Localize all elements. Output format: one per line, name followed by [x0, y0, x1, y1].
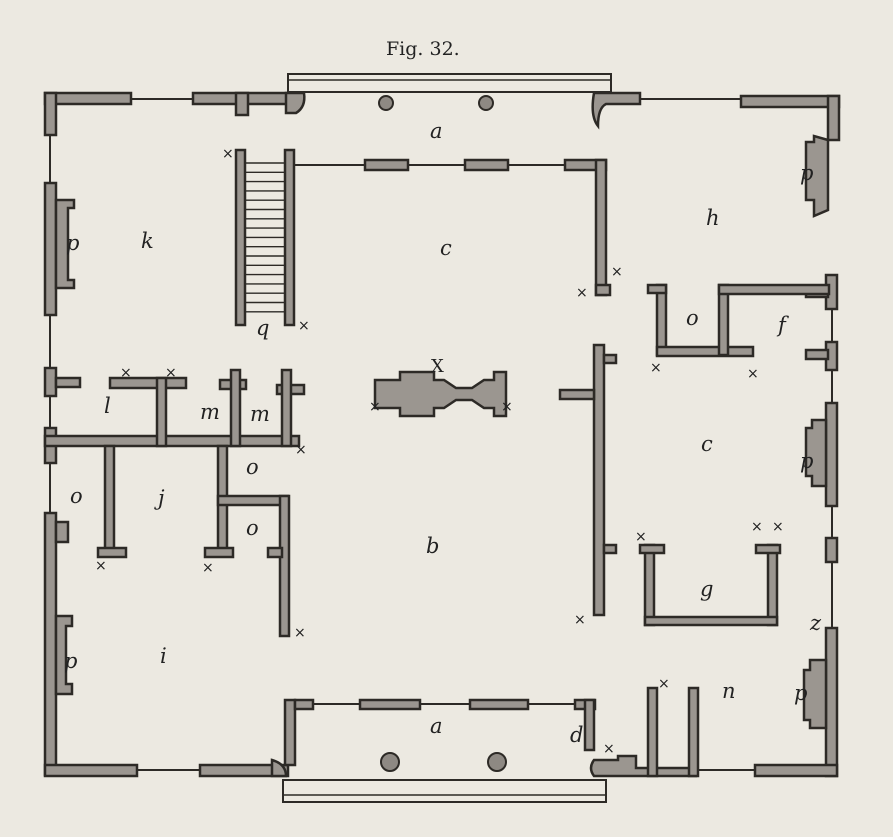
- outer-walls: [43, 91, 841, 778]
- door-marker: ×: [501, 399, 513, 415]
- staircase: [234, 148, 296, 327]
- label-p-right-top: p: [800, 161, 813, 185]
- door-marker: ×: [294, 625, 306, 641]
- label-q: q: [256, 316, 269, 340]
- room-label-c-right: c: [701, 432, 713, 456]
- bottom-porch: [282, 779, 607, 803]
- room-label-h: h: [706, 206, 720, 230]
- room-label-d: d: [570, 723, 583, 747]
- room-label-n: n: [722, 679, 736, 703]
- label-p-left-bottom: p: [64, 649, 77, 673]
- room-label-a-top: a: [430, 119, 443, 143]
- figure-title: Fig. 32.: [386, 38, 460, 60]
- room-labels: a a c c h k p p p p p q o f X l m m o o …: [64, 119, 822, 747]
- room-label-l: l: [104, 394, 111, 418]
- door-marker: ×: [658, 676, 670, 692]
- door-marker: ×: [165, 365, 177, 381]
- column-bottom-left: [380, 752, 400, 772]
- door-marker: ×: [295, 442, 307, 458]
- room-label-o-upper: o: [686, 306, 699, 330]
- door-marker: ×: [611, 264, 623, 280]
- door-marker: ×: [574, 612, 586, 628]
- door-marker: ×: [120, 365, 132, 381]
- door-marker: ×: [202, 560, 214, 576]
- door-markers: × × × × × × × × × × × × × × × × × × × ×: [95, 146, 784, 757]
- door-marker: ×: [576, 285, 588, 301]
- door-marker: ×: [298, 318, 310, 334]
- label-x-center: X: [431, 356, 444, 377]
- room-label-o-small: o: [246, 516, 259, 540]
- room-label-b: b: [426, 534, 439, 558]
- door-marker: ×: [369, 399, 381, 415]
- room-label-g: g: [700, 577, 713, 601]
- door-marker: ×: [747, 366, 759, 382]
- room-label-j: j: [154, 486, 165, 510]
- room-label-c-top: c: [440, 236, 452, 260]
- label-p-left-top: p: [66, 231, 79, 255]
- room-label-a-bottom: a: [430, 714, 443, 738]
- label-z: z: [809, 611, 822, 635]
- room-label-m-right: m: [250, 402, 270, 426]
- room-label-o-left: o: [70, 484, 83, 508]
- room-label-m-left: m: [200, 400, 220, 424]
- interior-walls: [43, 158, 831, 778]
- room-label-k: k: [141, 229, 154, 253]
- column-top-right: [478, 95, 494, 111]
- label-p-right-bottom: p: [794, 681, 807, 705]
- door-marker: ×: [635, 529, 647, 545]
- door-marker: ×: [772, 519, 784, 535]
- column-top-left: [378, 95, 394, 111]
- door-marker: ×: [95, 558, 107, 574]
- room-label-f: f: [776, 313, 789, 337]
- door-marker: ×: [603, 741, 615, 757]
- door-marker: ×: [222, 146, 234, 162]
- room-label-o-mid: o: [246, 455, 259, 479]
- room-label-i: i: [160, 644, 167, 668]
- door-marker: ×: [650, 360, 662, 376]
- top-porch: [287, 73, 612, 93]
- label-p-right-mid: p: [800, 449, 813, 473]
- column-bottom-right: [487, 752, 507, 772]
- door-marker: ×: [751, 519, 763, 535]
